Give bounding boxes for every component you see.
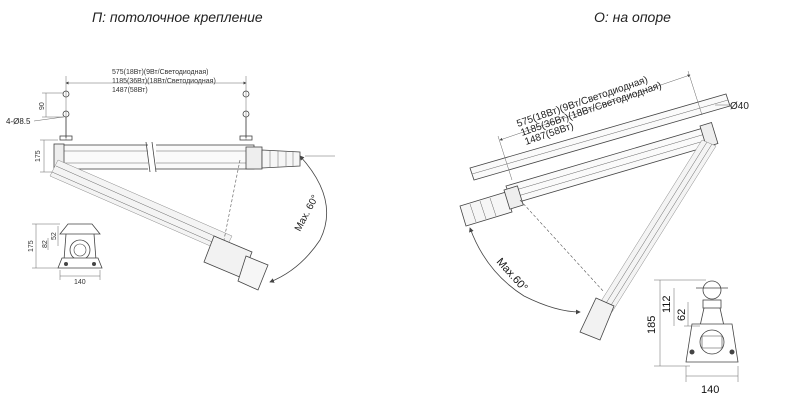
- left-small-82: 82: [42, 240, 49, 248]
- left-length-3: 1487(58Вт): [112, 87, 148, 94]
- left-hole-label: 4-Ø8.5: [6, 117, 31, 126]
- left-dim-90: 90: [39, 92, 64, 118]
- right-cross-section: 185 112 62 140: [646, 279, 739, 396]
- right-small-185: 185: [646, 316, 658, 334]
- right-lamp-horizontal: [459, 121, 719, 227]
- left-lamp-rotated: [49, 159, 269, 291]
- left-title: П: потолочное крепление: [92, 9, 263, 25]
- left-top-dimension: [65, 76, 247, 140]
- right-angle-label: Max.60°: [494, 256, 530, 294]
- left-dim-90-label: 90: [39, 102, 46, 110]
- right-small-112: 112: [661, 295, 673, 313]
- left-small-52: 52: [51, 232, 58, 240]
- right-lamp-rotated: [579, 139, 717, 341]
- right-length-dimension: [497, 70, 703, 181]
- right-small-140: 140: [701, 384, 719, 396]
- left-angle-label: Max. 60°: [293, 193, 321, 233]
- left-small-140: 140: [74, 279, 86, 286]
- left-lamp-horizontal: [53, 141, 301, 173]
- left-cross-section: 175 82 52 140: [28, 223, 103, 286]
- left-dim-175-label: 175: [35, 150, 42, 162]
- left-mount-studs: [59, 90, 253, 141]
- right-pipe-label: Ø40: [730, 101, 749, 112]
- right-small-62: 62: [676, 309, 688, 321]
- left-hole-leader: [33, 116, 64, 122]
- left-length-2: 1185(36Вт)(18Вт/Светодиодная): [112, 78, 216, 85]
- right-title: О: на опоре: [594, 9, 671, 25]
- left-length-1: 575(18Вт)(9Вт/Светодиодная): [112, 69, 209, 76]
- left-small-175: 175: [28, 240, 35, 252]
